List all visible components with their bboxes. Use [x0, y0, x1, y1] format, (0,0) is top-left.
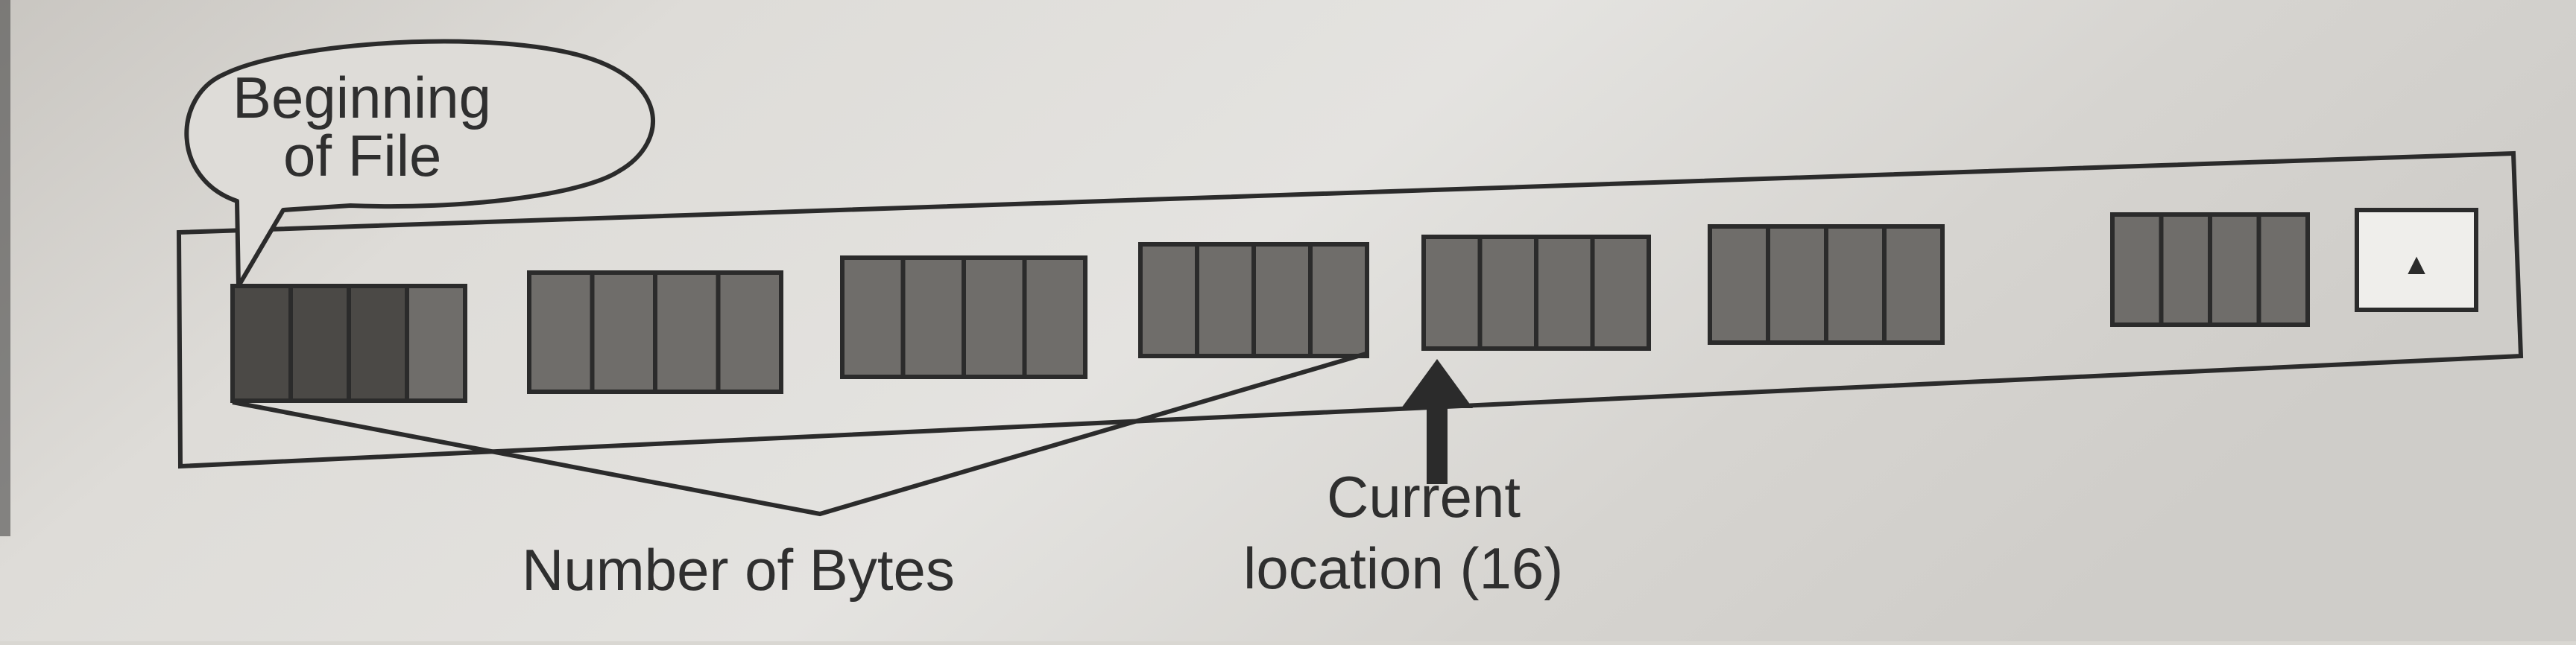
- end-of-file-marker: ▲: [2355, 208, 2478, 312]
- record-group: [527, 270, 783, 394]
- byte-cell: [653, 270, 721, 394]
- left-margin-edge: [0, 0, 10, 536]
- byte-cell: [1308, 242, 1369, 358]
- byte-cell: [2110, 212, 2164, 327]
- byte-cell: [2208, 212, 2261, 327]
- byte-cell: [2159, 212, 2212, 327]
- byte-cell: [527, 270, 595, 394]
- byte-cell: [347, 284, 409, 403]
- beginning-of-file-callout: Beginning of File: [184, 39, 655, 288]
- byte-cell: [590, 270, 657, 394]
- record-group: [1421, 235, 1651, 351]
- current-location-label-line-2: location (16): [1243, 536, 1563, 601]
- record-group: [840, 255, 1087, 379]
- byte-cell: [1766, 224, 1828, 345]
- triangle-up-icon: ▲: [2402, 248, 2431, 281]
- number-of-bytes-bracket: [232, 351, 1369, 517]
- byte-cell: [1138, 242, 1199, 358]
- byte-cell: [288, 284, 351, 403]
- byte-cell: [1022, 255, 1087, 379]
- record-group: [2110, 212, 2310, 327]
- callout-bubble: [184, 39, 655, 288]
- byte-cell: [230, 284, 293, 403]
- byte-cell: [1824, 224, 1887, 345]
- byte-cell: [2256, 212, 2310, 327]
- byte-cell: [1251, 242, 1313, 358]
- byte-cell: [840, 255, 906, 379]
- current-location-label-line-1: Current: [1327, 464, 1521, 530]
- byte-cell: [1534, 235, 1595, 351]
- byte-cell: [1195, 242, 1256, 358]
- record-group: [1138, 242, 1369, 358]
- arrow-head: [1401, 359, 1473, 408]
- callout-line-2: of File: [283, 123, 441, 188]
- callout-line-1: Beginning: [233, 65, 491, 130]
- arrow-shaft: [1427, 402, 1448, 484]
- byte-cell: [1882, 224, 1945, 345]
- byte-cell: [716, 270, 783, 394]
- byte-cell: [1708, 224, 1770, 345]
- record-group: [230, 284, 467, 403]
- byte-cell: [900, 255, 966, 379]
- byte-cell: [1421, 235, 1483, 351]
- number-of-bytes-label: Number of Bytes: [522, 537, 955, 603]
- file-tape-outline: [176, 150, 2524, 469]
- byte-cell: [962, 255, 1027, 379]
- byte-cell: [1590, 235, 1651, 351]
- byte-cell: [405, 284, 467, 403]
- current-location-arrow: [1401, 359, 1473, 484]
- record-group: [1708, 224, 1945, 345]
- byte-cell: [1477, 235, 1538, 351]
- end-of-file-box: [2355, 208, 2478, 312]
- record-groups: [230, 212, 2310, 403]
